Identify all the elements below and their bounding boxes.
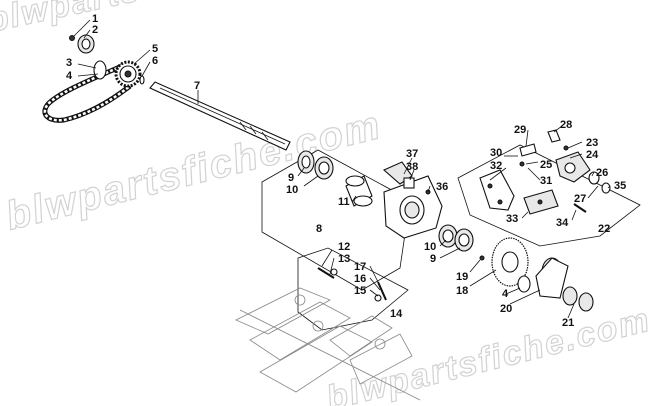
callout-23: 23	[586, 137, 598, 149]
drive-hub	[517, 257, 594, 312]
brake-disc	[479, 237, 529, 287]
callout-2: 2	[92, 24, 98, 36]
callout-25: 25	[540, 159, 552, 171]
axle-sleeve	[345, 175, 373, 207]
callout-15: 15	[354, 285, 366, 297]
group-box-22	[457, 144, 641, 247]
callout-13: 13	[338, 253, 350, 265]
callout-16: 16	[354, 273, 366, 285]
callout-8: 8	[316, 223, 322, 235]
callout-10-upper: 10	[286, 184, 298, 196]
callout-37: 37	[406, 148, 418, 160]
caliper-bracket	[479, 169, 559, 215]
callout-20: 20	[500, 303, 512, 315]
callout-1: 1	[92, 13, 98, 25]
brake-caliper	[519, 129, 611, 213]
callout-10-lower: 10	[424, 241, 436, 253]
callout-30: 30	[490, 147, 502, 159]
callout-26: 26	[596, 167, 608, 179]
callout-4-upper: 4	[66, 70, 73, 82]
callout-14: 14	[390, 308, 403, 320]
callout-4-lower: 4	[502, 288, 509, 300]
callout-35: 35	[614, 180, 626, 192]
callout-28: 28	[560, 119, 572, 131]
bearing-housing	[382, 161, 443, 239]
callout-17: 17	[354, 261, 366, 273]
watermark-top: blwpartsfiche.com	[0, 0, 317, 40]
upper-bearings	[297, 150, 334, 180]
callout-labels: 1 2 3 4 5 6 7 8 9 10 11 12 13 14 15 16 1…	[66, 13, 626, 329]
callout-38: 38	[406, 161, 418, 173]
callout-9-upper: 9	[288, 172, 294, 184]
callout-33: 33	[506, 213, 518, 225]
callout-21: 21	[562, 317, 574, 329]
callout-19: 19	[456, 271, 468, 283]
group-box-8	[261, 149, 411, 291]
callout-22: 22	[598, 223, 610, 235]
drive-axle	[149, 81, 291, 151]
chassis-frame	[235, 287, 421, 401]
drive-sprocket	[114, 60, 142, 88]
lower-bearings	[438, 224, 474, 252]
callout-6: 6	[152, 55, 158, 67]
callout-5: 5	[152, 43, 158, 55]
callout-27: 27	[574, 193, 586, 205]
callout-31: 31	[540, 175, 552, 187]
callout-3: 3	[66, 57, 72, 69]
callout-7: 7	[194, 80, 200, 92]
callout-34: 34	[556, 217, 569, 229]
group-box-14	[297, 247, 409, 331]
callout-32: 32	[490, 160, 502, 172]
callout-29: 29	[514, 124, 526, 136]
callout-11: 11	[338, 196, 350, 208]
bolts	[317, 267, 387, 302]
leader-lines	[73, 19, 611, 319]
drive-chain	[42, 63, 132, 123]
callout-36: 36	[436, 181, 448, 193]
callout-9-lower: 9	[430, 253, 436, 265]
callout-24: 24	[586, 149, 599, 161]
callout-12: 12	[338, 241, 350, 253]
callout-18: 18	[456, 285, 468, 297]
